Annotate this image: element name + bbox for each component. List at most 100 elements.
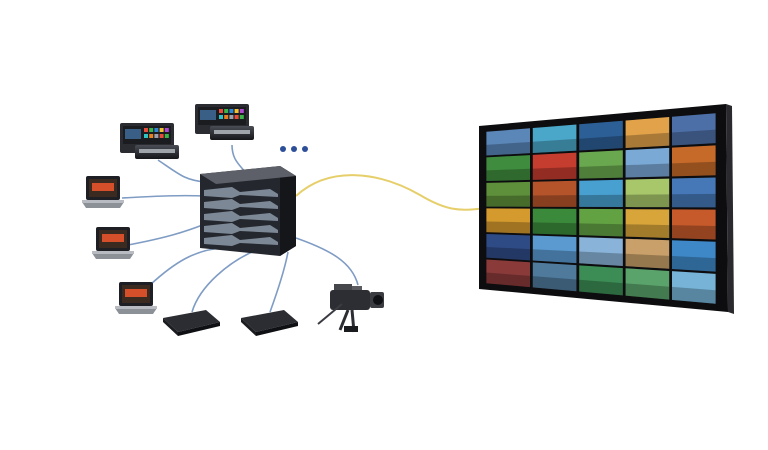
control-key [229, 115, 234, 119]
video-wall-display-icon [479, 104, 734, 314]
video-wall-tile-shade [532, 138, 577, 153]
hub-slat [204, 235, 278, 246]
video-wall-tile-shade [579, 223, 623, 237]
control-key [149, 128, 154, 132]
video-wall-tile [579, 237, 623, 266]
control-screen [200, 110, 216, 120]
video-wall-tile-shade [579, 165, 623, 179]
video-wall-tile [579, 208, 623, 237]
video-wall-tile [625, 147, 670, 178]
video-wall-tile [671, 240, 716, 272]
video-wall-tile-shade [579, 135, 623, 151]
video-wall-tile [532, 262, 577, 292]
laptop-icon [92, 227, 134, 259]
video-wall-tile-shade [486, 168, 531, 182]
control-key [224, 115, 229, 119]
control-panel-icon [195, 104, 254, 140]
ellipsis-dots-icon [280, 146, 308, 152]
video-wall-tile [579, 179, 623, 208]
control-key [229, 109, 234, 113]
control-key [224, 109, 229, 113]
video-wall-tile [579, 120, 623, 151]
video-wall-tile-shade [486, 221, 531, 234]
hub-slat [204, 187, 278, 198]
cable-laptop-1 [121, 194, 206, 199]
control-key [149, 134, 154, 138]
video-wall-tile-shade [532, 222, 577, 236]
cable-laptop-2 [127, 223, 206, 246]
video-wall-tile [625, 209, 670, 238]
video-wall-tile-shade [486, 272, 531, 288]
video-wall-tile-shade [625, 253, 670, 269]
video-wall-tile-shade [486, 247, 531, 261]
cable-media-box-2 [269, 251, 289, 313]
control-key [239, 115, 244, 119]
video-matrix-switcher-icon [200, 166, 296, 256]
video-wall-tile [625, 178, 670, 208]
video-wall-tile [486, 259, 531, 288]
control-key [219, 109, 223, 113]
video-wall-tile [486, 181, 531, 207]
video-wall-tile [532, 235, 577, 264]
media-player-box-icon [241, 310, 298, 336]
control-key [164, 128, 169, 132]
video-wall-tile-shade [532, 276, 577, 292]
video-wall-tile-shade [486, 141, 531, 156]
video-wall-tile-shade [579, 251, 623, 266]
video-wall-tile [532, 152, 577, 180]
video-wall-tile-shade [625, 163, 670, 178]
control-key [144, 128, 148, 132]
control-key [219, 115, 223, 119]
video-wall-tile-shade [671, 286, 716, 304]
video-wall-tile-shade [671, 193, 716, 208]
hub-slat [204, 211, 278, 222]
video-wall-tile [486, 208, 531, 234]
control-key [164, 134, 169, 138]
video-wall-tile-shade [671, 161, 716, 177]
video-wall-tile-shade [625, 132, 670, 148]
control-key [234, 115, 239, 119]
video-wall-tile [625, 117, 670, 148]
video-camera-icon [317, 284, 384, 333]
video-wall-tile-shade [671, 256, 716, 272]
video-wall-tile [579, 265, 623, 296]
hub-slat [204, 199, 278, 210]
video-wall-tile [486, 128, 531, 156]
video-wall-tile [486, 233, 531, 261]
video-wall-tile [532, 208, 577, 236]
video-wall-tile [532, 180, 577, 207]
video-wall-tile-shade [671, 129, 716, 146]
cable-control-panel-2 [231, 144, 246, 173]
control-key [159, 128, 164, 132]
control-key [154, 128, 159, 132]
cable-laptop-3 [149, 247, 223, 286]
video-wall-tile [532, 124, 577, 153]
media-player-box-icon [163, 310, 220, 336]
control-key [234, 109, 239, 113]
video-wall-tile-shade [625, 283, 670, 300]
cable-camera [295, 237, 359, 286]
video-wall-tile [671, 177, 716, 208]
video-wall-tile-shade [532, 167, 577, 180]
cable-media-box-1 [191, 251, 253, 313]
video-wall-tile [579, 150, 623, 179]
control-screen [125, 129, 141, 139]
cable-output-to-wall [295, 174, 486, 211]
laptop-icon [115, 282, 157, 314]
video-wall-tile [671, 113, 716, 146]
video-wall-tile [671, 145, 716, 177]
laptop-icon [82, 176, 124, 208]
video-wall-tile [625, 268, 670, 300]
video-wall-tile-shade [579, 279, 623, 296]
control-key [239, 109, 244, 113]
video-wall-tile-shade [532, 195, 577, 207]
cable-control-panel-1 [157, 159, 206, 183]
cable-group [121, 144, 486, 313]
control-key [144, 134, 148, 138]
video-wall-tile-shade [671, 225, 716, 240]
control-key [159, 134, 164, 138]
video-wall-tile [671, 209, 716, 240]
video-wall-tile [671, 271, 716, 304]
video-wall-tile-shade [625, 194, 670, 208]
